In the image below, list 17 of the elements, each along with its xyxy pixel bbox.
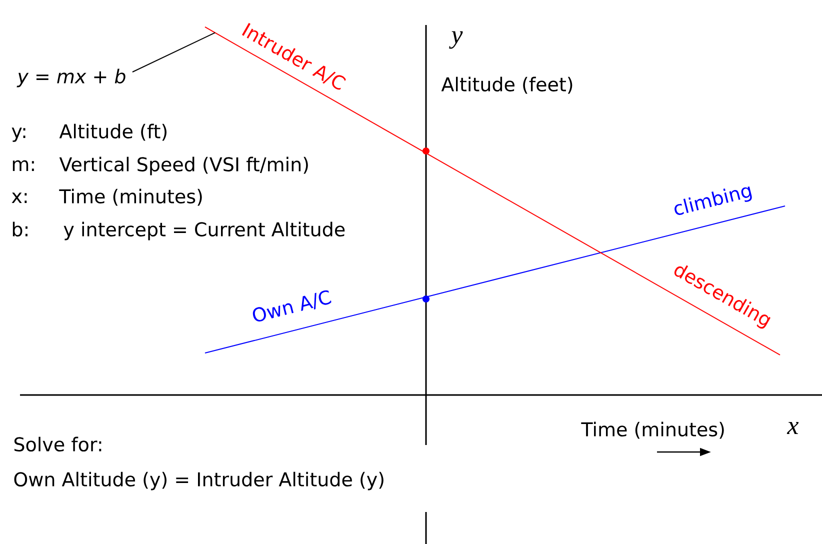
axis-label: x [786,422,799,434]
variable-description: y intercept = Current Altitude [64,222,345,240]
variable-name: x: [12,192,27,203]
line-label: climbing [674,186,752,215]
line-label: Own A/C [252,290,332,322]
axis-title: Altitude (feet) [441,76,572,94]
equation-text: y = mx + b [16,68,126,88]
note-text: Own Altitude (y) = Intruder Altitude (y) [14,472,384,490]
variable-description: Altitude (ft) [59,124,166,141]
axis-label: y [449,31,463,49]
variable-name: b: [12,222,28,236]
note-text: Solve for: [14,436,102,452]
variable-description: Vertical Speed (VSI ft/min) [59,156,308,176]
axis-title: Time (minutes) [581,422,724,439]
variable-name: m: [12,160,34,171]
variable-name: y: [12,128,26,142]
leader-line [132,32,216,72]
